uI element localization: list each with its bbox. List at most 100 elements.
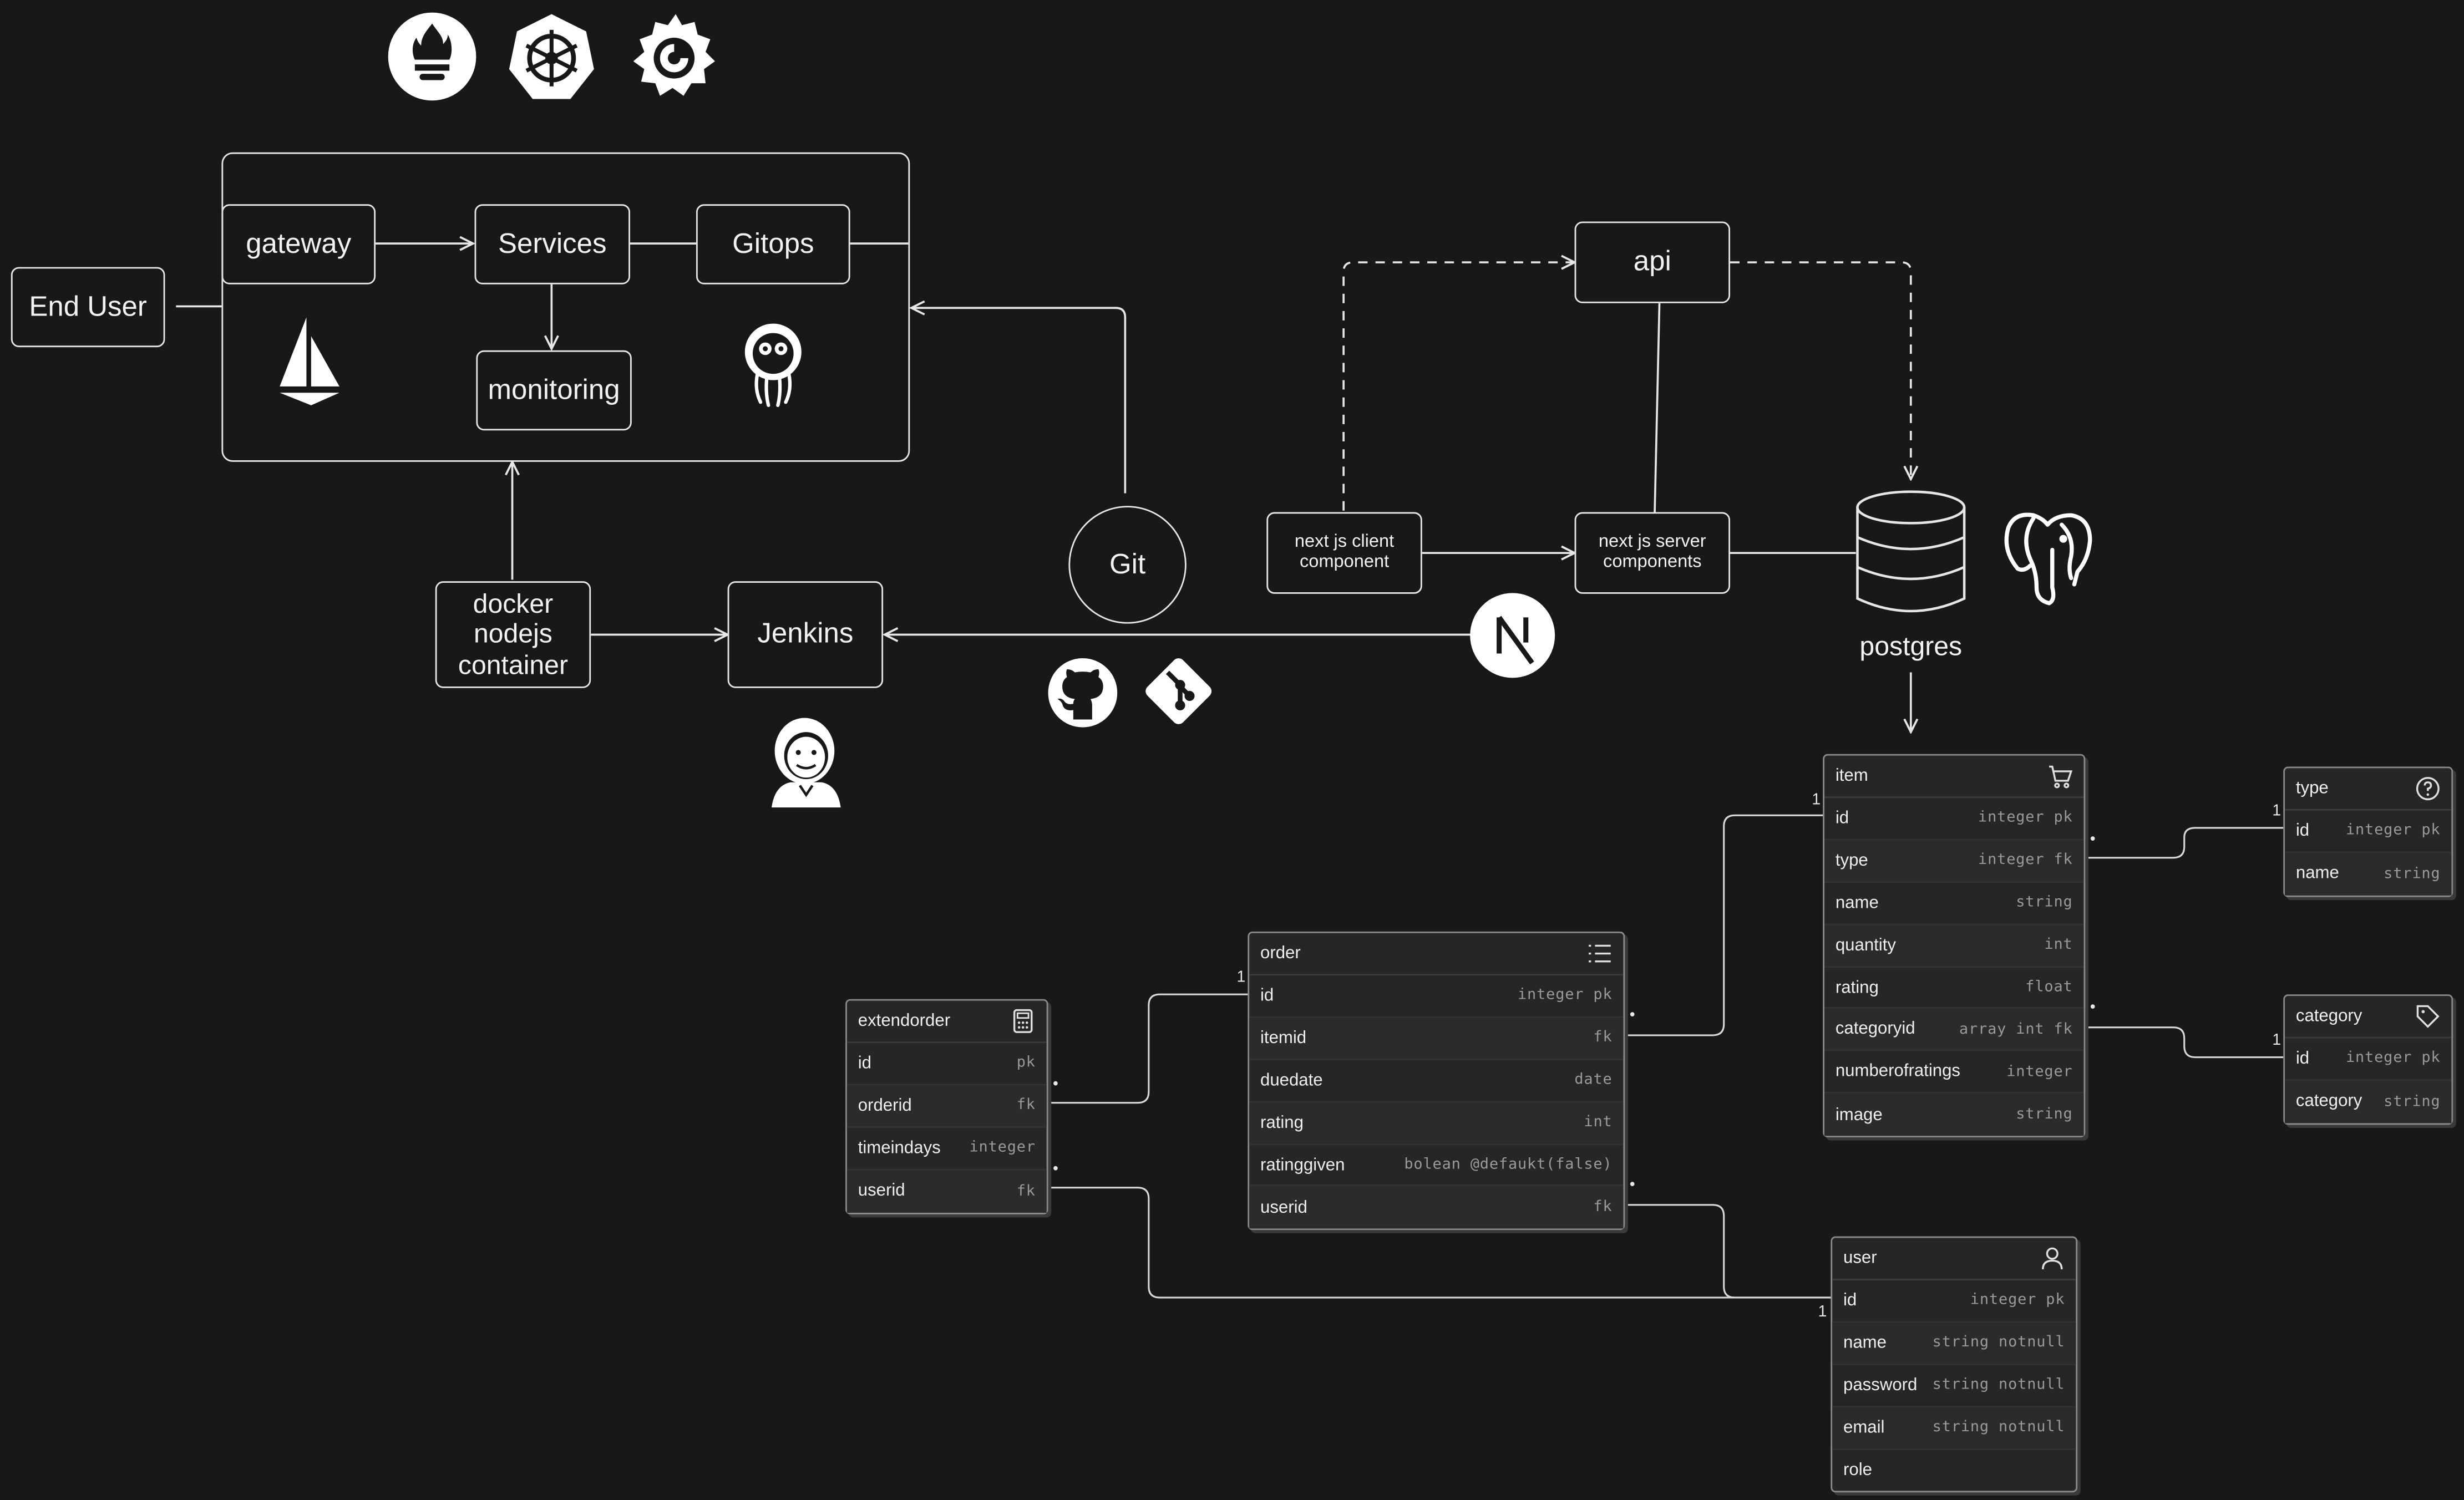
field-type: int: [2044, 936, 2073, 954]
table-row[interactable]: ratinggiven bolean @defaukt(false): [1249, 1145, 1624, 1187]
field-type: string: [2016, 1106, 2073, 1124]
client-line-2: component: [1299, 553, 1390, 572]
user-icon: [2042, 1247, 2063, 1270]
field-name: orderid: [858, 1096, 912, 1115]
gateway-node[interactable]: gateway: [221, 204, 376, 284]
cardinality-one: 1: [1812, 791, 1821, 809]
table-header: type: [2285, 768, 2452, 811]
git-node[interactable]: Git: [1068, 506, 1187, 624]
field-name: rating: [1835, 978, 1879, 997]
table-row[interactable]: quantity int: [1824, 924, 2084, 967]
field-name: id: [858, 1054, 872, 1073]
table-header: category: [2285, 996, 2452, 1039]
api-node[interactable]: api: [1574, 221, 1731, 303]
field-name: category: [2295, 1092, 2362, 1111]
item-type-relation: [2085, 827, 2284, 859]
field-name: quantity: [1835, 935, 1896, 955]
table-row[interactable]: rating float: [1824, 967, 2084, 1010]
table-row[interactable]: orderid fk: [846, 1085, 1047, 1128]
argo-icon: [744, 323, 802, 408]
server-line-2: components: [1603, 553, 1702, 572]
field-type: fk: [1016, 1182, 1036, 1200]
field-name: userid: [858, 1181, 905, 1201]
table-row[interactable]: category string: [2285, 1080, 2452, 1123]
cardinality-many: •: [1053, 1161, 1059, 1178]
field-name: image: [1835, 1105, 1883, 1125]
field-name: userid: [1260, 1198, 1307, 1218]
nextjs-client-node[interactable]: next js client component: [1266, 512, 1422, 594]
table-title: user: [1843, 1249, 1877, 1268]
field-type: string notnull: [1932, 1418, 2065, 1436]
nextjs-server-node[interactable]: next js server components: [1574, 512, 1731, 594]
field-name: name: [2295, 865, 2339, 884]
tag-icon: [2416, 1005, 2440, 1028]
field-type: fk: [1593, 1029, 1613, 1047]
istio-icon: [280, 317, 339, 405]
field-type: fk: [1593, 1199, 1613, 1217]
field-type: integer pk: [1970, 1291, 2065, 1310]
table-row[interactable]: id integer pk: [2285, 811, 2452, 853]
end-user-node[interactable]: End User: [11, 267, 165, 348]
table-row[interactable]: userid fk: [1249, 1187, 1624, 1229]
services-node[interactable]: Services: [474, 204, 630, 284]
api-server-line: [1654, 303, 1661, 512]
field-name: timeindays: [858, 1138, 941, 1158]
gitops-node[interactable]: Gitops: [696, 204, 850, 284]
monitoring-node[interactable]: monitoring: [476, 350, 632, 431]
field-type: integer pk: [2345, 822, 2441, 840]
field-name: ratinggiven: [1260, 1155, 1345, 1174]
table-row[interactable]: role: [1832, 1450, 2076, 1492]
field-type: fk: [1016, 1097, 1036, 1115]
field-type: integer: [2006, 1063, 2073, 1081]
field-name: id: [2295, 821, 2310, 841]
cardinality-one: 1: [1818, 1304, 1827, 1321]
table-row[interactable]: userid fk: [846, 1170, 1047, 1212]
field-type: int: [1584, 1113, 1613, 1131]
docker-container-node[interactable]: docker nodejs container: [435, 581, 591, 688]
prometheus-icon: [388, 12, 476, 101]
field-type: integer pk: [1518, 987, 1613, 1005]
nextjs-icon: [1470, 593, 1555, 678]
jenkins-node[interactable]: Jenkins: [727, 581, 884, 688]
table-title: category: [2295, 1006, 2362, 1026]
field-type: string notnull: [1932, 1376, 2065, 1394]
cardinality-many: •: [1629, 1176, 1635, 1194]
field-type: string: [2016, 894, 2073, 912]
field-type: integer: [969, 1139, 1036, 1157]
table-row[interactable]: timeindays integer: [846, 1127, 1047, 1170]
item-category-relation: [2085, 1026, 2284, 1059]
field-type: string: [2384, 1093, 2441, 1111]
field-name: id: [2295, 1049, 2310, 1069]
client-line-1: next js client: [1294, 532, 1395, 551]
field-type: float: [2025, 978, 2073, 996]
table-row[interactable]: image string: [1824, 1094, 2084, 1136]
field-name: role: [1843, 1461, 1872, 1480]
field-type: bolean @defaukt(false): [1404, 1156, 1613, 1174]
table-title: order: [1260, 944, 1301, 963]
field-name: categoryid: [1835, 1020, 1915, 1039]
extendorder-user-relation: [1046, 1187, 1831, 1299]
